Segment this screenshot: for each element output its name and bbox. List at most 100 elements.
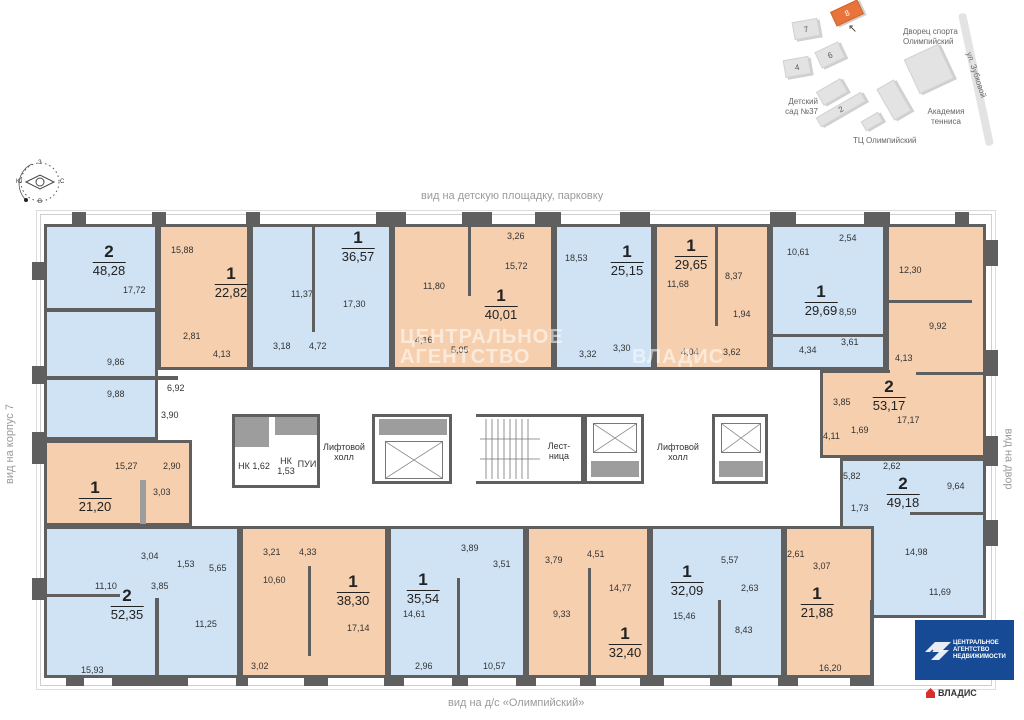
- nk-1-label: НК 1,62: [238, 461, 270, 471]
- room-area: 5,65: [209, 563, 227, 573]
- room-area: 18,53: [565, 253, 588, 263]
- apartment-2-53-17-hall[interactable]: 3,85 4,11 1,69: [820, 370, 890, 458]
- room-area: 2,63: [741, 583, 759, 593]
- wall: [910, 512, 986, 515]
- room-area: 4,11: [823, 431, 840, 441]
- pier: [384, 676, 404, 686]
- pier: [864, 212, 890, 224]
- compass-west: З: [38, 160, 42, 166]
- view-label-top: вид на детскую площадку, парковку: [421, 190, 604, 202]
- room-area: 14,61: [403, 609, 426, 619]
- wall: [468, 226, 471, 296]
- wall: [312, 226, 315, 332]
- pier: [640, 676, 664, 686]
- lift-hall-1-label: Лифтовой холл: [323, 442, 365, 462]
- room-area: 6,92: [167, 383, 185, 393]
- room-area: 11,37: [291, 289, 313, 299]
- room-area: 11,10: [95, 581, 117, 591]
- room-area: 1,73: [851, 503, 869, 513]
- room-area: 10,57: [483, 661, 506, 671]
- stairs-label: Лест-ница: [547, 441, 571, 461]
- pui-label: ПУИ: [297, 459, 317, 469]
- palace-building: [903, 43, 955, 95]
- elevator-shaft-icon: [385, 441, 443, 479]
- agency-logo-icon: [925, 642, 951, 660]
- room-area: 2,62: [883, 461, 901, 471]
- room-area: 2,81: [183, 331, 201, 341]
- room-area: 11,25: [195, 619, 217, 629]
- agency-logo-text: ЦЕНТРАЛЬНОЕ АГЕНТСТВО НЕДВИЖИМОСТИ: [953, 640, 1006, 660]
- elevator-shaft-icon: [721, 423, 761, 453]
- stairwell: Лест-ница: [476, 414, 584, 484]
- wall: [308, 566, 311, 656]
- room-area: 5,05: [451, 345, 469, 355]
- tennis-building: [876, 79, 912, 121]
- apartment-2-53-17[interactable]: 12,30 9,92 4,13 17,17: [886, 224, 986, 458]
- kindergarten-label: Детский сад №37: [785, 97, 818, 116]
- view-label-right: вид на двор: [1002, 428, 1015, 490]
- room-area: 3,07: [813, 561, 831, 571]
- pier: [246, 212, 260, 224]
- pier: [32, 432, 44, 464]
- room-area: 3,90: [161, 410, 179, 420]
- room-area: 5,57: [721, 555, 739, 565]
- room-area: 15,88: [171, 245, 194, 255]
- room-area: 9,92: [929, 321, 947, 331]
- room-area: 16,20: [819, 663, 842, 673]
- pier: [236, 676, 248, 686]
- elevator-block-3: [712, 414, 768, 484]
- room-area: 3,32: [579, 349, 597, 359]
- utility-block: [232, 414, 320, 488]
- room-area: 12,30: [899, 265, 922, 275]
- room-area: 3,02: [251, 661, 269, 671]
- room-area: 3,51: [493, 559, 511, 569]
- arrow-icon: ↖: [848, 23, 858, 35]
- pier: [620, 212, 650, 224]
- room-area: 17,30: [343, 299, 366, 309]
- room-area: 3,79: [545, 555, 563, 565]
- pier: [850, 676, 874, 686]
- stairs-icon: [480, 419, 540, 479]
- room-area: 3,04: [141, 551, 159, 561]
- pier: [112, 676, 188, 686]
- wall: [588, 568, 591, 676]
- room-area: 9,33: [553, 609, 571, 619]
- pier: [304, 676, 328, 686]
- room-area: 8,59: [839, 307, 857, 317]
- room-area: 3,89: [461, 543, 479, 553]
- room-area: 1,69: [851, 425, 869, 435]
- pier: [66, 676, 84, 686]
- room-area: 17,14: [347, 623, 370, 633]
- view-label-left: вид на корпус 7: [3, 404, 16, 484]
- room-area: 15,72: [505, 261, 528, 271]
- nk-2-label: НК: [280, 456, 292, 466]
- room-area: 9,64: [947, 481, 965, 491]
- room-area: 3,85: [151, 581, 169, 591]
- wall: [886, 300, 972, 303]
- pier: [580, 676, 596, 686]
- room-area: 3,85: [833, 397, 851, 407]
- room-area: 15,93: [81, 665, 104, 675]
- pier: [955, 212, 969, 224]
